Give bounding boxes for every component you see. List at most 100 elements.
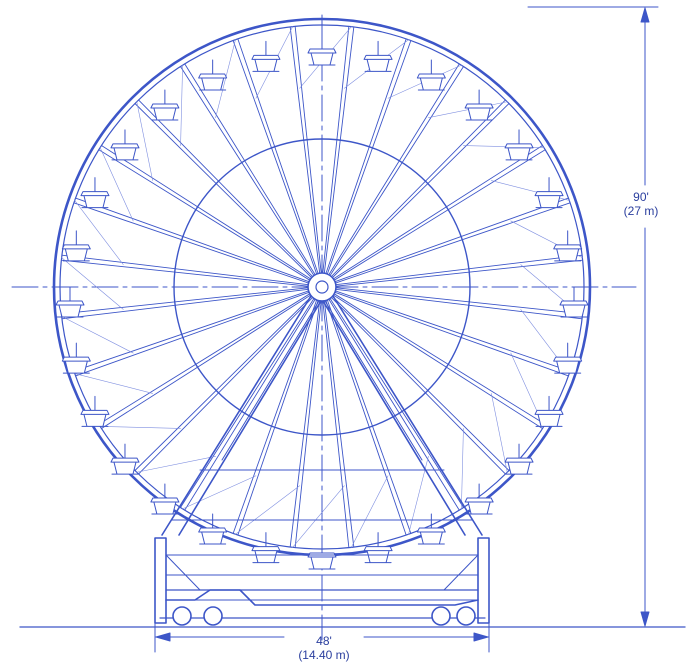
gondola [55, 286, 85, 318]
gondola [464, 483, 494, 515]
spoke [184, 63, 316, 276]
spoke [333, 145, 543, 280]
spoke [330, 99, 506, 278]
width-metric: (14.40 m) [298, 648, 350, 662]
gondola [251, 532, 281, 564]
spoke [75, 291, 310, 377]
spoke [184, 298, 316, 511]
spoke [335, 254, 583, 286]
spoke [138, 99, 314, 278]
spoke [61, 254, 309, 286]
inner-ring [173, 138, 471, 436]
bracing [351, 475, 389, 548]
bracing [491, 393, 508, 473]
gondola [363, 532, 393, 564]
trailer-wheels [172, 606, 476, 626]
spoke [325, 300, 407, 536]
spoke [180, 298, 315, 508]
bracing [99, 426, 181, 429]
bracing [136, 101, 153, 181]
bracing [61, 316, 134, 354]
a-frame-support [161, 295, 483, 536]
spoke [333, 149, 546, 281]
gondola [307, 538, 337, 570]
gondola [110, 129, 140, 161]
spoke [289, 26, 321, 274]
gondola [110, 443, 140, 475]
gondola [80, 177, 110, 209]
spoke [134, 103, 313, 279]
gondola [80, 395, 110, 427]
spoke [335, 287, 584, 315]
spoke [61, 288, 309, 320]
bracing [215, 39, 236, 118]
spoke [138, 296, 314, 475]
hub [307, 272, 337, 302]
spoke [333, 294, 543, 429]
spoke [60, 287, 309, 315]
spoke [323, 26, 355, 274]
gondola [559, 286, 589, 318]
bracing [180, 64, 183, 146]
gondola [198, 59, 228, 91]
bracing [61, 257, 124, 310]
spoke [328, 63, 460, 276]
spoke [323, 300, 355, 548]
gondola [61, 342, 91, 374]
bracing [136, 456, 216, 473]
hub-axle [315, 280, 329, 294]
spoke [325, 38, 407, 274]
spoke [322, 300, 350, 549]
spoke [330, 296, 506, 475]
spoke [328, 298, 460, 511]
gondola [464, 89, 494, 121]
bracing [74, 373, 153, 394]
spoke [98, 293, 311, 425]
bracing [428, 101, 508, 118]
spoke [335, 288, 583, 320]
spoke [322, 25, 350, 274]
spoke [294, 300, 322, 549]
gondola [198, 513, 228, 545]
spoke [73, 290, 309, 372]
height-dimension-label: 90' (27 m) [613, 190, 669, 218]
spoke [326, 299, 412, 534]
spoke [329, 298, 464, 508]
spoke [237, 38, 319, 274]
gondola [553, 230, 583, 262]
spoke [98, 149, 311, 281]
gondola [416, 513, 446, 545]
width-imperial: 48' [316, 634, 332, 648]
spoke [333, 293, 546, 425]
gondola [504, 443, 534, 475]
gondola [150, 483, 180, 515]
gondola [534, 395, 564, 427]
bracing [408, 456, 429, 535]
spoke [60, 259, 309, 287]
bracing [461, 428, 464, 510]
bracing [74, 200, 124, 265]
gondola [61, 230, 91, 262]
bracing [99, 147, 134, 222]
spoke [101, 294, 311, 429]
width-dimension-label: 48' (14.40 m) [284, 634, 364, 662]
gondola [553, 342, 583, 374]
gondola [150, 89, 180, 121]
spoke [232, 40, 318, 275]
spoke [331, 295, 510, 471]
spoke [294, 25, 322, 274]
spoke [331, 103, 510, 279]
height-imperial: 90' [633, 190, 649, 204]
spokes [60, 25, 584, 549]
gondola [251, 40, 281, 72]
spoke [335, 290, 571, 372]
height-metric: (27 m) [623, 204, 659, 218]
bracing [235, 485, 300, 535]
bracing [182, 475, 257, 510]
gondola [416, 59, 446, 91]
height-dimension-line [527, 6, 659, 627]
spoke [232, 299, 318, 534]
gondola [363, 40, 393, 72]
spoke [335, 202, 571, 284]
gondolas [55, 34, 589, 570]
